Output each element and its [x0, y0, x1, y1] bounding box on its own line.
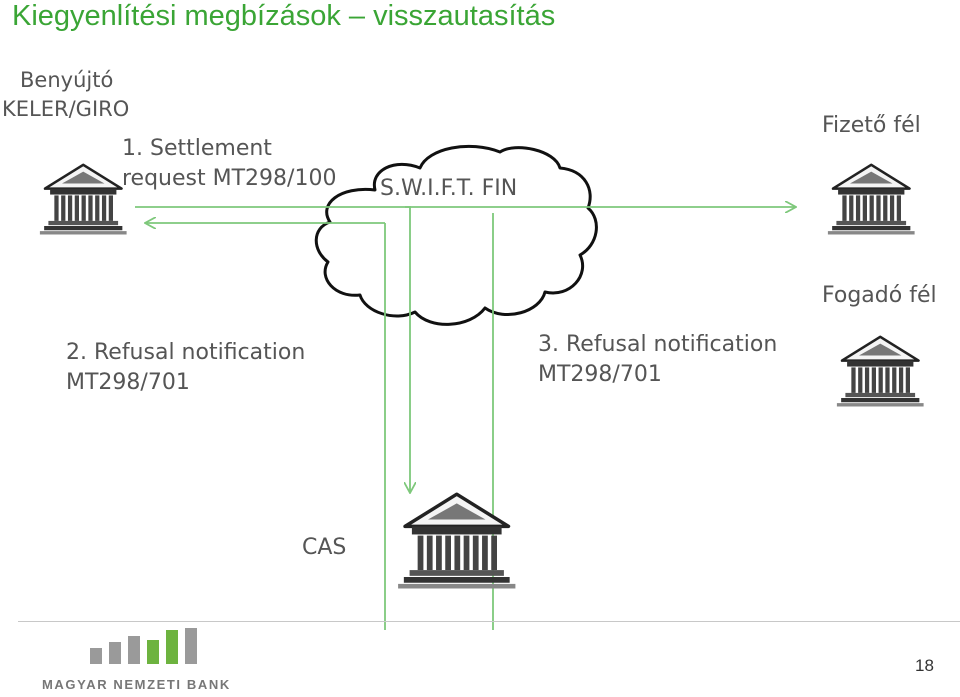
step3-label-line1: 3. Refusal notification — [538, 332, 778, 357]
arrow-to-cas — [405, 206, 410, 492]
footer-divider — [18, 621, 960, 622]
cas-label: CAS — [302, 535, 347, 560]
mnb-logo-bars-icon — [90, 628, 197, 664]
cloud-icon — [314, 144, 598, 326]
bank-building-icon — [396, 492, 518, 591]
step1-label-line2: request MT298/100 — [122, 166, 337, 191]
step1-label-line1: 1. Settlement — [122, 136, 272, 161]
step3-label-line2: MT298/701 — [538, 362, 662, 387]
bank-logo-text: MAGYAR NEMZETI BANK — [42, 677, 231, 692]
page-number: 18 — [915, 656, 934, 675]
bank-building-icon — [38, 163, 128, 236]
payer-label: Fizető fél — [822, 113, 921, 138]
step2-label-line2: MT298/701 — [66, 370, 190, 395]
step2-label-line1: 2. Refusal notification — [66, 340, 306, 365]
receiver-label: Fogadó fél — [822, 283, 937, 308]
bank-building-icon — [835, 335, 925, 408]
bank-building-icon — [826, 163, 916, 236]
swift-label: S.W.I.F.T. FIN — [380, 176, 518, 201]
page-title: Kiegyenlítési megbízások – visszautasítá… — [12, 0, 556, 32]
submitter-label-line1: Benyújtó — [20, 68, 114, 92]
submitter-label-line2: KELER/GIRO — [2, 97, 130, 121]
